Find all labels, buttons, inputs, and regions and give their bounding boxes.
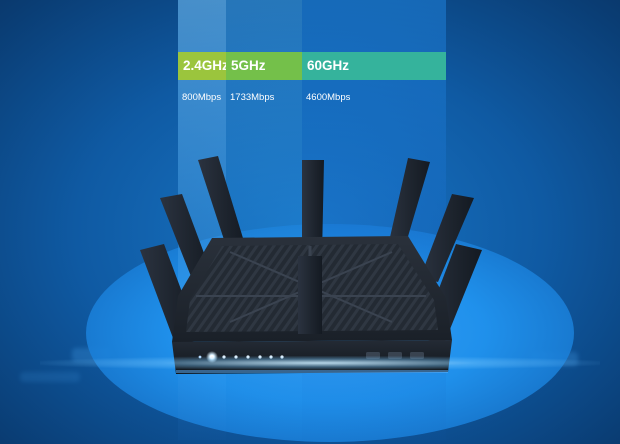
band-label-2g: 2.4GHz bbox=[178, 52, 229, 80]
band-speed-2g: 800Mbps bbox=[182, 92, 222, 103]
band-speed-60g: 4600Mbps bbox=[306, 92, 351, 103]
bokeh-light bbox=[20, 372, 80, 382]
light-streak bbox=[40, 356, 600, 370]
antenna-back-right bbox=[388, 158, 430, 250]
antenna-center-front bbox=[298, 256, 322, 334]
antenna-back-left bbox=[198, 156, 246, 252]
band-speed-5g: 1733Mbps bbox=[230, 92, 275, 103]
band-label-60g: 60GHz bbox=[302, 52, 446, 80]
band-label-5g: 5GHz bbox=[226, 52, 302, 80]
antenna-back-center bbox=[302, 160, 324, 256]
antenna-right-outer bbox=[420, 194, 474, 282]
